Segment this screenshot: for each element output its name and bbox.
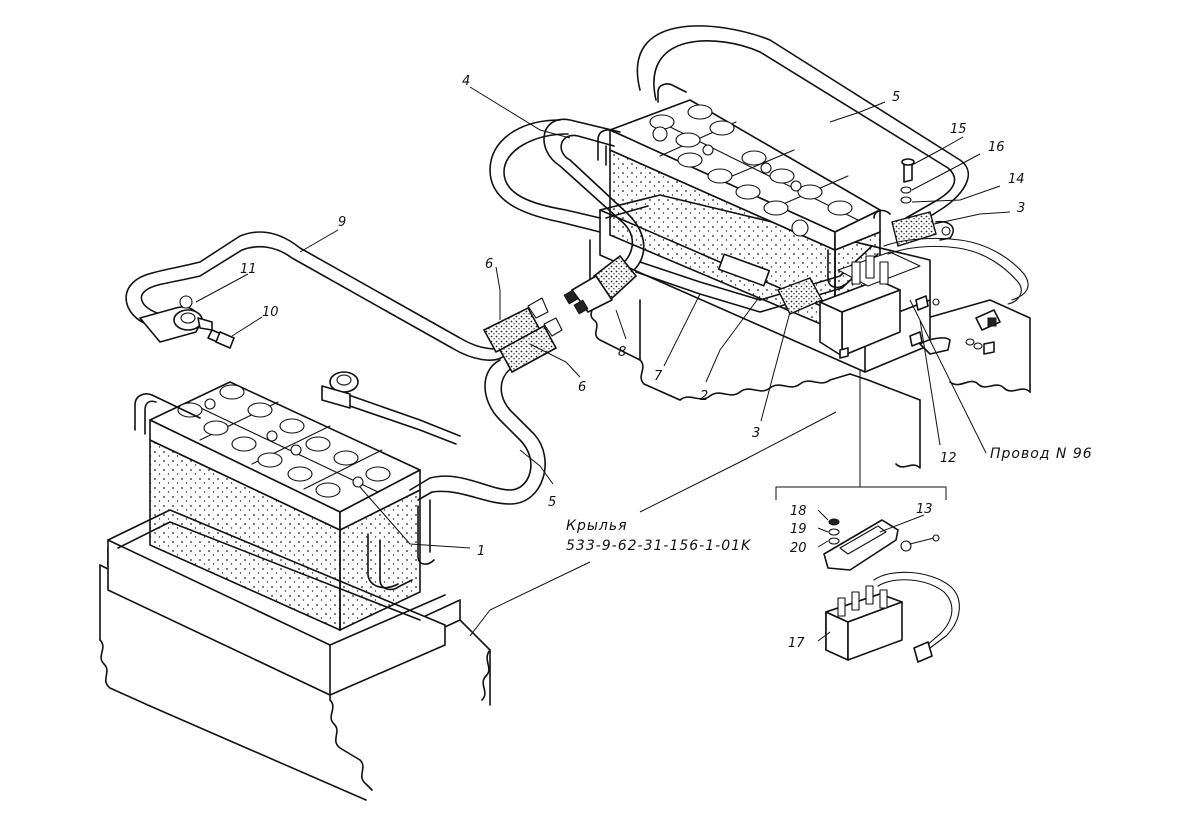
bolts-14-15-16 bbox=[839, 158, 995, 359]
callout-10: 10 bbox=[262, 305, 279, 320]
fasteners-18-19-20 bbox=[828, 518, 840, 545]
leader-lines bbox=[195, 86, 1011, 642]
wire-note: Провод N 96 bbox=[990, 446, 1093, 462]
callout-19: 19 bbox=[790, 522, 807, 537]
callout-13: 13 bbox=[916, 502, 933, 517]
callout-17: 17 bbox=[788, 636, 805, 651]
callout-15: 15 bbox=[950, 122, 967, 137]
callout-9: 9 bbox=[338, 215, 346, 230]
callout-8: 8 bbox=[618, 345, 626, 360]
callout-6-lower: 6 bbox=[578, 380, 586, 395]
relay-17 bbox=[825, 571, 960, 663]
cable-5-lower bbox=[321, 317, 563, 505]
right-battery bbox=[597, 83, 891, 332]
callout-20: 20 bbox=[790, 541, 807, 556]
callout-5-lower: 5 bbox=[548, 495, 556, 510]
cable-8-connector bbox=[563, 254, 638, 315]
callout-16: 16 bbox=[988, 140, 1005, 155]
callout-1: 1 bbox=[477, 544, 485, 559]
callout-7: 7 bbox=[654, 369, 663, 384]
callout-4: 4 bbox=[462, 74, 470, 89]
notes: Провод N 96 Крылья 533-9-62-31-156-1-01K bbox=[566, 446, 1093, 554]
callout-2: 2 bbox=[700, 389, 708, 404]
callout-6-upper: 6 bbox=[485, 257, 493, 272]
callout-3-lower: 3 bbox=[752, 426, 760, 441]
right-battery-caps bbox=[649, 104, 853, 237]
cable-4 bbox=[543, 118, 645, 271]
wings-part-code: 533-9-62-31-156-1-01K bbox=[566, 538, 752, 554]
callout-5-upper: 5 bbox=[892, 90, 900, 105]
callout-12: 12 bbox=[940, 451, 957, 466]
callout-numbers: 1 2 3 3 4 5 5 6 6 7 8 9 10 11 12 13 14 1… bbox=[240, 74, 1025, 651]
callout-11: 11 bbox=[240, 262, 257, 277]
cable-5-upper bbox=[489, 25, 969, 233]
plate-13 bbox=[823, 519, 940, 571]
left-battery bbox=[134, 381, 435, 632]
callout-14: 14 bbox=[1008, 172, 1025, 187]
callout-18: 18 bbox=[790, 504, 807, 519]
left-battery-caps bbox=[177, 384, 391, 498]
clamp-10-11 bbox=[139, 295, 235, 349]
wings-title: Крылья bbox=[566, 518, 628, 534]
relay-assembly-12 bbox=[819, 237, 1029, 357]
inset-bracket bbox=[775, 370, 947, 500]
callout-3-upper: 3 bbox=[1017, 201, 1025, 216]
cable-9 bbox=[125, 231, 549, 361]
